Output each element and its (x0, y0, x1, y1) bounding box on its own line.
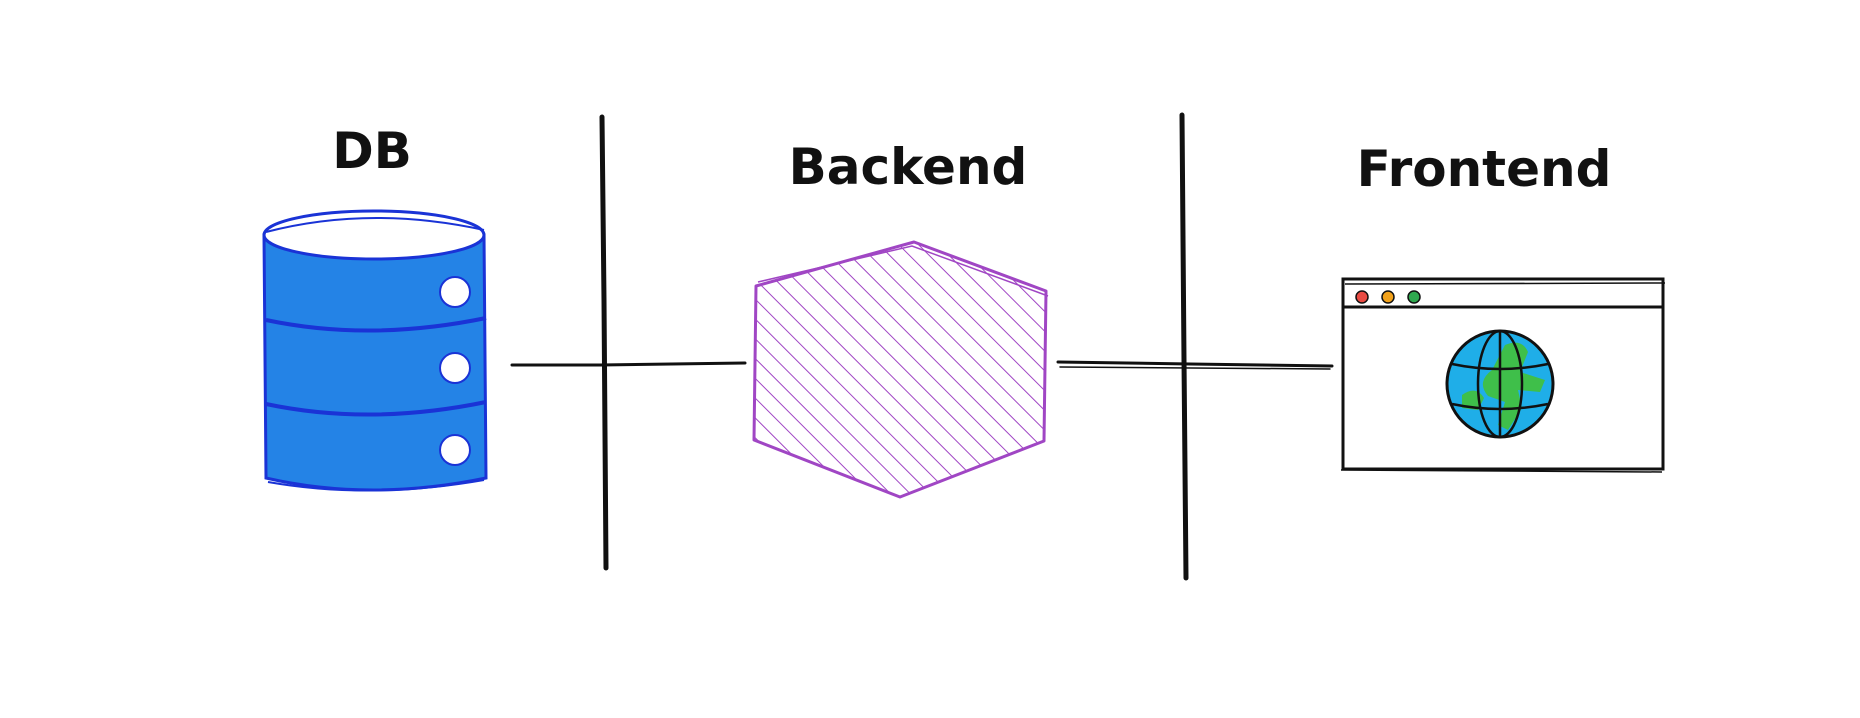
database-light-2 (439, 352, 471, 384)
database-top (262, 209, 486, 261)
backend-hexagon-outline (752, 240, 1048, 499)
browser-frame-sketch (1340, 282, 1666, 473)
backend-hexagon-sketch (757, 245, 1049, 297)
frontend-label: Frontend (1357, 140, 1612, 198)
database-icon (262, 209, 488, 492)
connector-backend-frontend-sketch (1059, 366, 1331, 370)
backend-label: Backend (789, 138, 1028, 196)
browser-maximize-dot (1407, 290, 1421, 304)
browser-close-dot (1355, 290, 1369, 304)
browser-minimize-dot (1381, 290, 1395, 304)
database-top-sketch (265, 216, 485, 233)
database-light-3 (439, 434, 471, 466)
database-bottom-sketch (267, 479, 485, 492)
connector-backend-frontend (1056, 360, 1334, 368)
connector-db-backend (510, 361, 747, 367)
db-label: DB (332, 122, 412, 180)
hexagon-icon (752, 240, 1049, 499)
globe-icon (1445, 329, 1555, 439)
database-band-1 (265, 316, 487, 333)
database-light-1 (439, 276, 471, 308)
separator-backend-frontend (1179, 112, 1189, 581)
browser-window-icon (1340, 277, 1666, 473)
separator-db-backend (599, 114, 609, 571)
database-band-2 (265, 400, 487, 417)
backend-hexagon-fill (754, 242, 1046, 497)
